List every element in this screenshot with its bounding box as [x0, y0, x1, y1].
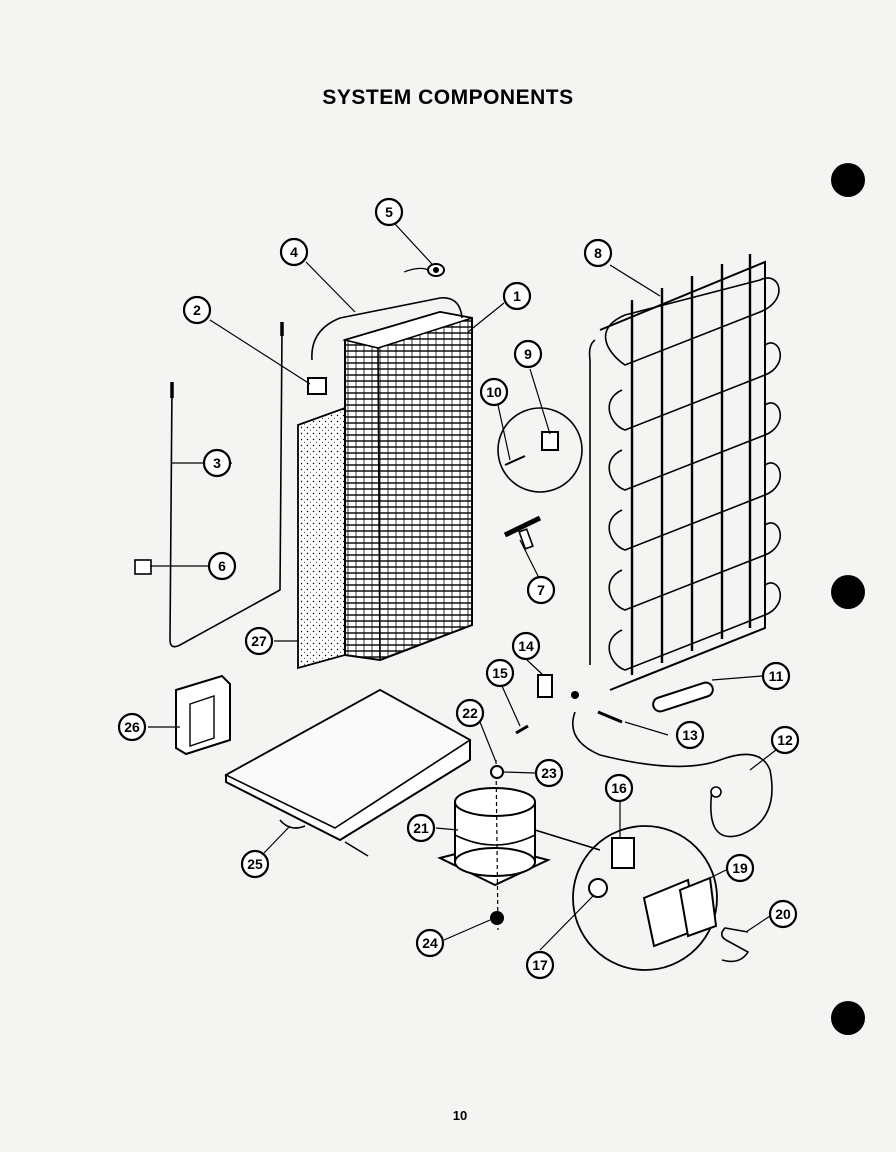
callout-6: 6	[207, 551, 237, 581]
callout-label: 2	[193, 302, 201, 318]
callout-8: 8	[583, 238, 613, 268]
callout-14: 14	[511, 631, 541, 661]
wire-harness	[571, 691, 773, 838]
callout-label: 6	[218, 558, 226, 574]
callout-27: 27	[244, 626, 274, 656]
callout-label: 1	[513, 288, 521, 304]
callout-label: 12	[777, 732, 793, 748]
callout-22: 22	[455, 698, 485, 728]
insulation-pad	[297, 406, 346, 670]
drier	[652, 681, 714, 713]
clip	[307, 377, 327, 395]
evaporator-coil	[341, 310, 473, 662]
callout-label: 26	[124, 719, 140, 735]
thermostat-capillary	[134, 322, 284, 648]
callout-19: 19	[725, 853, 755, 883]
callout-label: 8	[594, 245, 602, 261]
diagram-title: SYSTEM COMPONENTS	[322, 86, 574, 109]
callout-label: 21	[413, 820, 429, 836]
callout-25: 25	[240, 849, 270, 879]
callout-label: 15	[492, 665, 508, 681]
callout-label: 22	[462, 705, 478, 721]
callout-15: 15	[485, 658, 515, 688]
callout-label: 27	[251, 633, 267, 649]
callout-label: 19	[732, 860, 748, 876]
callout-label: 24	[422, 935, 438, 951]
callout-label: 25	[247, 856, 263, 872]
callout-label: 4	[290, 244, 298, 260]
clip-detail-circle	[497, 407, 583, 493]
callout-label: 11	[769, 668, 784, 684]
callout-20: 20	[768, 899, 798, 929]
compressor	[437, 759, 601, 931]
grommet	[403, 263, 445, 277]
relay-detail-circle	[572, 825, 718, 971]
leader-lines	[148, 223, 777, 951]
callout-label: 14	[518, 638, 534, 654]
base-plate	[224, 688, 472, 857]
callout-9: 9	[513, 339, 543, 369]
callout-label: 16	[611, 780, 627, 796]
tube-fitting	[503, 515, 542, 550]
callout-label: 5	[385, 204, 393, 220]
callout-label: 17	[532, 957, 548, 973]
callout-label: 9	[524, 346, 532, 362]
callout-label: 13	[682, 727, 698, 743]
callout-4: 4	[279, 237, 309, 267]
binder-holes	[831, 163, 865, 1035]
callout-2: 2	[182, 295, 212, 325]
callout-1: 1	[502, 281, 532, 311]
bracket-and-screw	[515, 674, 553, 735]
callout-5: 5	[374, 197, 404, 227]
callout-label: 20	[775, 906, 791, 922]
callout-label: 7	[537, 582, 545, 598]
callout-24: 24	[415, 928, 445, 958]
callout-label: 3	[213, 455, 221, 471]
retainer-clip	[720, 927, 750, 963]
callout-label: 23	[541, 765, 557, 781]
callout-label: 10	[486, 384, 502, 400]
page-number: 10	[452, 1108, 468, 1123]
callout-11: 11	[761, 661, 791, 691]
callout-3: 3	[202, 448, 232, 478]
callout-16: 16	[604, 773, 634, 803]
callout-12: 12	[770, 725, 800, 755]
condenser-coil	[588, 254, 782, 691]
callout-23: 23	[534, 758, 564, 788]
callout-13: 13	[675, 720, 705, 750]
bracket	[175, 674, 231, 756]
callout-17: 17	[525, 950, 555, 980]
callout-21: 21	[406, 813, 436, 843]
suction-tube	[311, 297, 463, 361]
callout-7: 7	[526, 575, 556, 605]
callout-26: 26	[117, 712, 147, 742]
callout-10: 10	[479, 377, 509, 407]
